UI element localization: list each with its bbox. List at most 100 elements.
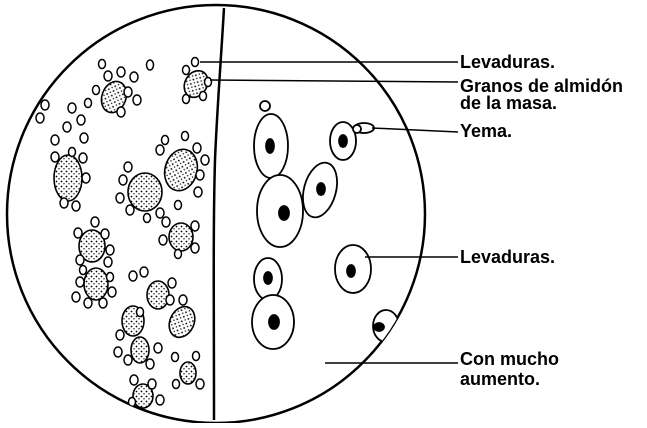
small-yeast-cell <box>175 250 182 259</box>
small-yeast-cell <box>154 343 162 353</box>
small-yeast-cell <box>144 214 151 223</box>
small-yeast-cell <box>196 170 204 180</box>
starch-grain-shape <box>147 281 169 309</box>
yeast-bud <box>260 101 270 111</box>
small-yeast-cell <box>193 352 200 361</box>
yeast-cell-nucleus <box>339 135 347 147</box>
small-yeast-cell <box>108 287 116 297</box>
small-yeast-cell <box>130 375 138 385</box>
small-yeast-cell <box>117 67 125 77</box>
small-yeast-cell <box>72 201 80 211</box>
small-yeast-cell <box>191 243 199 253</box>
yeast-cell-nucleus <box>266 139 274 153</box>
small-yeast-cell <box>201 155 209 165</box>
small-yeast-cell <box>41 100 49 110</box>
yeast-cell <box>330 122 356 160</box>
small-yeast-cell <box>146 359 154 369</box>
starch-grain-shape <box>128 173 162 211</box>
small-yeast-cell <box>194 187 202 197</box>
small-yeast-cell <box>79 153 87 163</box>
small-yeast-cell <box>166 295 174 305</box>
label-levaduras-right: Levaduras. <box>460 247 555 267</box>
yeast-cell-nucleus <box>374 323 384 331</box>
small-yeast-cell <box>156 145 164 155</box>
small-yeast-cell <box>85 99 92 108</box>
label-aumento-line1: Con mucho <box>460 349 559 369</box>
label-levaduras-top: Levaduras. <box>460 52 555 72</box>
label-aumento-line2: aumento. <box>460 369 540 389</box>
small-yeast-cell <box>159 235 167 245</box>
yeast-cell <box>254 114 288 178</box>
yeast-cell-nucleus <box>264 272 272 284</box>
small-yeast-cell <box>124 87 132 97</box>
small-yeast-cell <box>104 71 112 81</box>
yeast-cell <box>252 295 294 349</box>
starch-grain-shape <box>169 223 193 251</box>
label-granos-line2: de la masa. <box>460 93 557 113</box>
small-yeast-cell <box>148 379 156 389</box>
small-yeast-cell <box>51 135 59 145</box>
small-yeast-cell <box>124 355 132 365</box>
starch-grain-shape <box>131 337 149 363</box>
yeast-cell <box>254 258 282 300</box>
small-yeast-cell <box>99 60 106 69</box>
yeast-bud-small <box>353 125 361 133</box>
small-yeast-cell <box>68 103 76 113</box>
small-yeast-cell <box>69 148 76 157</box>
microscope-field <box>7 5 425 423</box>
small-yeast-cell <box>114 347 122 357</box>
small-yeast-cell <box>182 132 189 141</box>
small-yeast-cell <box>175 201 182 210</box>
small-yeast-cell <box>74 228 82 238</box>
yeast-cell <box>257 175 303 247</box>
yeast-cell-nucleus <box>317 183 325 195</box>
small-yeast-cell <box>130 72 138 82</box>
small-yeast-cell <box>205 78 212 87</box>
small-yeast-cell <box>51 152 59 162</box>
small-yeast-cell <box>168 278 176 288</box>
small-yeast-cell <box>116 193 124 203</box>
yeast-cell-nucleus <box>347 265 355 277</box>
small-yeast-cell <box>162 136 169 145</box>
label-yema: Yema. <box>460 121 512 141</box>
small-yeast-cell <box>63 122 71 132</box>
small-yeast-cell <box>140 267 148 277</box>
small-yeast-cell <box>183 95 190 104</box>
small-yeast-cell <box>162 217 170 227</box>
small-yeast-cell <box>107 273 114 282</box>
small-yeast-cell <box>173 380 180 389</box>
yeast-cell-nucleus <box>279 206 289 220</box>
small-yeast-cell <box>77 115 85 125</box>
small-yeast-cell <box>119 175 127 185</box>
small-yeast-cell <box>72 292 80 302</box>
small-yeast-cell <box>60 198 68 208</box>
small-yeast-cell <box>196 379 204 389</box>
small-yeast-cell <box>91 217 99 227</box>
small-yeast-cell <box>104 257 112 267</box>
small-yeast-cell <box>193 143 201 153</box>
small-yeast-cell <box>137 308 144 317</box>
small-yeast-cell <box>106 245 114 255</box>
small-yeast-cell <box>101 229 109 239</box>
small-yeast-cell <box>80 133 88 143</box>
small-yeast-cell <box>84 298 92 308</box>
small-yeast-cell <box>192 58 199 67</box>
small-yeast-cell <box>76 277 84 287</box>
small-yeast-cell <box>172 353 179 362</box>
small-yeast-cell <box>126 205 134 215</box>
small-yeast-cell <box>129 271 137 281</box>
starch-grain-shape <box>180 362 196 384</box>
small-yeast-cell <box>80 266 87 275</box>
yeast-cell <box>335 245 371 293</box>
starch-grain-shape <box>54 155 82 201</box>
small-yeast-cell <box>116 330 124 340</box>
small-yeast-cell <box>147 60 154 70</box>
small-yeast-cell <box>179 295 187 305</box>
small-yeast-cell <box>200 92 207 101</box>
small-yeast-cell <box>156 395 164 405</box>
small-yeast-cell <box>93 86 100 95</box>
small-yeast-cell <box>99 298 107 308</box>
small-yeast-cell <box>191 221 199 231</box>
